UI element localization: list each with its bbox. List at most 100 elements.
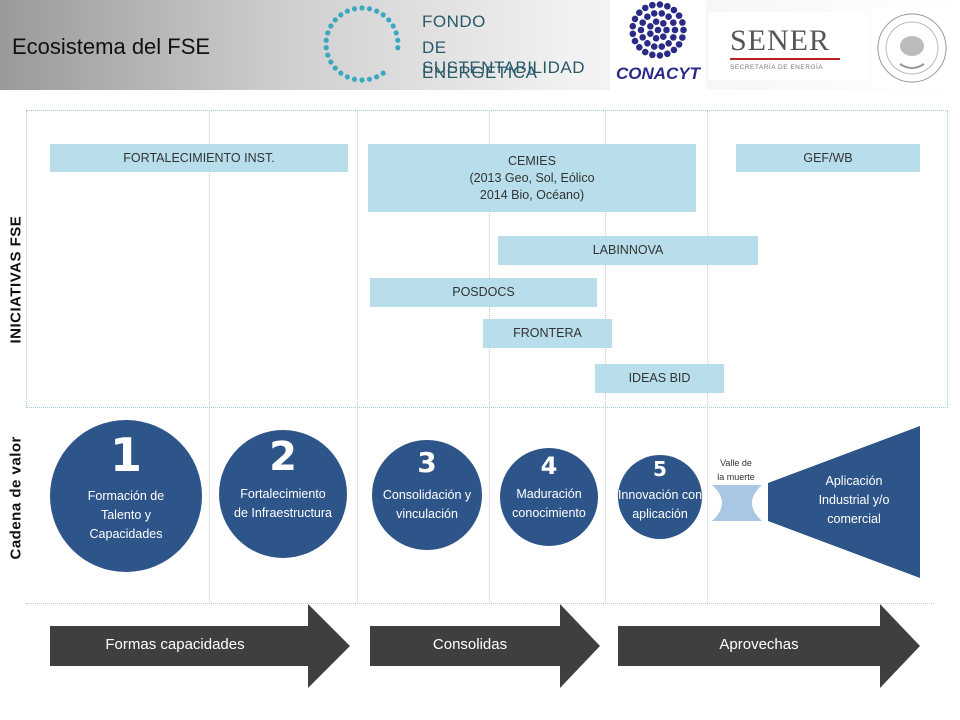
industrial-label-line1: Aplicación <box>825 474 883 488</box>
mexico-seal <box>872 8 952 88</box>
grid-divider <box>209 110 210 602</box>
conacyt-dot <box>644 39 651 47</box>
grid-divider <box>707 110 708 602</box>
initiative-fortalecimiento-label: FORTALECIMIENTO INST. <box>123 150 275 165</box>
stage-4-number: 4 <box>540 452 558 480</box>
initiative-frontera-label: FRONTERA <box>513 326 582 340</box>
fondo-ring-dot <box>338 12 344 18</box>
sener-logo-subtitle: SECRETARÍA DE ENERGÍA <box>730 64 824 71</box>
fondo-ring-dot <box>328 23 334 29</box>
fondo-ring-dot <box>351 6 358 12</box>
initiative-gef-label: GEF/WB <box>803 150 853 165</box>
conacyt-dot <box>675 41 683 48</box>
conacyt-dot <box>679 19 686 26</box>
fondo-ring-dot <box>325 30 331 36</box>
sener-logo-rule <box>730 58 840 60</box>
fondo-ring-dot <box>390 23 396 29</box>
conacyt-dots-icon <box>629 1 687 59</box>
fondo-ring-dot <box>351 76 358 82</box>
fondo-ring-dot <box>395 45 401 51</box>
fondo-ring-dot <box>374 8 380 14</box>
industrial-label-line2: Industrial y/o <box>818 493 890 507</box>
initiative-cemies-line3: 2014 Bio, Océano) <box>479 187 585 202</box>
initiative-posdocs: POSDOCS <box>370 278 597 307</box>
iniciativas-label: INICIATIVAS FSE <box>7 215 25 344</box>
conacyt-dot <box>644 13 651 21</box>
stage-3-label-line2: vinculación <box>396 507 458 521</box>
initiative-gef: GEF/WB <box>736 144 920 172</box>
valley-label-line1: Valle de <box>720 458 752 468</box>
mexico-coat-of-arms-icon <box>877 13 947 83</box>
initiative-labinnova-label: LABINNOVA <box>592 243 664 257</box>
stage-1-circle: 1 Formación de Talento y Capacidades <box>50 420 202 572</box>
stage-1-label-line1: Formación de <box>87 489 165 503</box>
conacyt-dot <box>631 37 639 45</box>
initiative-fortalecimiento: FORTALECIMIENTO INST. <box>50 144 348 172</box>
stage-5-circle: 5 <box>618 455 702 539</box>
fondo-ring-dot <box>344 8 350 14</box>
stage-5-label-line2: aplicación <box>632 507 688 521</box>
conacyt-dot <box>652 34 660 42</box>
fondo-ring-dot <box>323 45 329 51</box>
conacyt-dot <box>664 2 671 10</box>
stage-1-number: 1 <box>109 428 142 482</box>
stage-5-label: Innovación con aplicación <box>600 486 720 524</box>
conacyt-dot <box>659 33 667 40</box>
conacyt-dot <box>654 26 662 34</box>
sener-logo: SENER SECRETARÍA DE ENERGÍA <box>708 12 868 80</box>
valley-of-death-icon <box>712 485 762 521</box>
industrial-application-funnel <box>768 426 920 578</box>
valley-label: Valle de la muerte <box>704 456 768 484</box>
cadena-label: Cadena de valor <box>7 436 25 560</box>
conacyt-dot <box>639 34 646 41</box>
iniciativas-label-wrap: INICIATIVAS FSE <box>0 216 76 344</box>
conacyt-logo-text: CONACYT <box>615 64 701 83</box>
fondo-ring-dot <box>344 74 350 80</box>
conacyt-dot <box>636 44 643 51</box>
initiatives-frame <box>26 110 948 408</box>
stage-1-label-line3: Capacidades <box>89 527 163 541</box>
fondo-logo-line3: ENERGÉTICA <box>422 63 538 82</box>
arrow-formas-capacidades <box>50 604 350 688</box>
conacyt-dot <box>636 9 643 16</box>
fondo-ring-dot <box>338 70 344 76</box>
fondo-ring-dot <box>328 59 334 65</box>
fondo-ring-dot <box>374 74 380 80</box>
fondo-ring-dot <box>386 17 392 23</box>
fondo-ring-dot <box>332 65 338 71</box>
conacyt-logo: CONACYT <box>610 0 706 90</box>
fondo-ring-dot <box>325 52 331 58</box>
stage-2-label-line2: de Infraestructura <box>234 506 332 520</box>
grid-divider <box>605 110 606 602</box>
conacyt-dot <box>649 1 656 9</box>
page-title: Ecosistema del FSE <box>12 34 211 59</box>
fondo-logo: FONDO DE SUSTENTABILIDAD ENERGÉTICA <box>318 2 610 88</box>
stage-3-number: 3 <box>417 446 437 479</box>
stage-5-number: 5 <box>653 457 667 481</box>
fondo-ring-dot <box>393 30 399 36</box>
grid-divider <box>489 110 490 602</box>
fondo-ring-dot <box>359 77 365 83</box>
conacyt-dot <box>665 39 672 47</box>
conacyt-dot <box>659 20 667 27</box>
conacyt-dot <box>650 10 658 17</box>
stage-5-label-line1: Innovación con <box>617 488 703 502</box>
conacyt-dot <box>679 34 686 41</box>
stage-1-label-line2: Talento y <box>100 508 152 522</box>
fondo-ring-dot <box>395 37 401 43</box>
fondo-ring-dot <box>366 6 373 12</box>
conacyt-dot <box>675 12 683 19</box>
initiative-cemies-line2: (2013 Geo, Sol, Eólico <box>469 170 595 185</box>
conacyt-dot <box>656 52 664 59</box>
conacyt-dot <box>658 43 666 50</box>
grid-divider <box>357 110 358 602</box>
sener-logo-text: SENER <box>730 24 831 57</box>
conacyt-dot <box>670 6 678 14</box>
initiative-cemies-title: CEMIES <box>508 153 556 168</box>
stage-3-circle: 3 Consolidación y vinculación <box>372 440 482 550</box>
conacyt-dot <box>649 51 656 59</box>
conacyt-dot <box>647 30 654 37</box>
fondo-ring-dot <box>366 76 373 82</box>
arrow-consolidas-label: Consolidas <box>432 636 508 653</box>
conacyt-dot <box>670 46 678 54</box>
